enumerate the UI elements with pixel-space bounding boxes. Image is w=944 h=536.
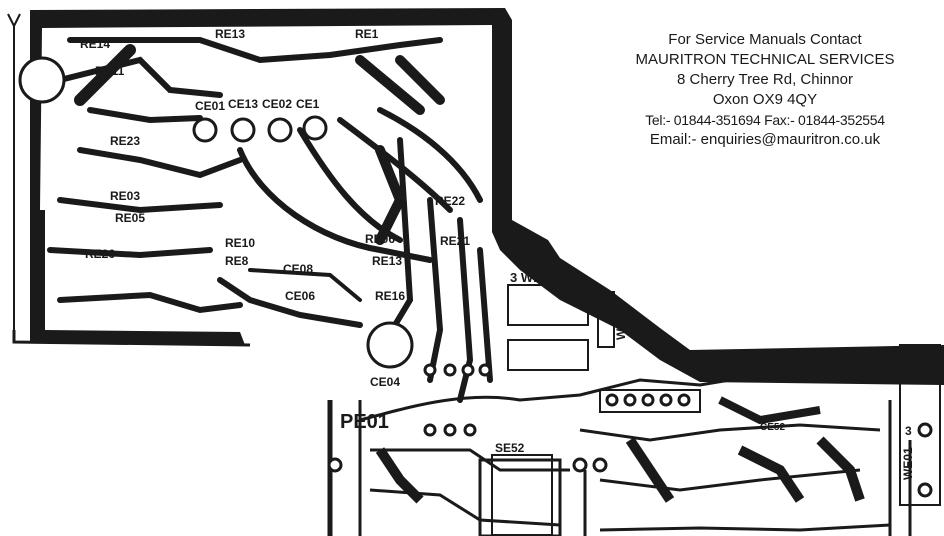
lower-board xyxy=(327,368,921,536)
label-ce52: CE52 xyxy=(760,422,785,433)
contact-street: 8 Cherry Tree Rd, Chinnor xyxy=(677,71,853,88)
left-edge-marks xyxy=(7,13,251,347)
label-re26: RE26 xyxy=(85,247,115,261)
copper-tracks xyxy=(47,37,493,403)
contact-town: Oxon OX9 4QY xyxy=(712,91,818,108)
label-re23: RE23 xyxy=(110,134,140,148)
label-pe01: PE01 xyxy=(340,411,389,433)
label-we0: WE0 xyxy=(614,314,628,340)
contact-company: MAURITRON TECHNICAL SERVICES xyxy=(635,51,895,68)
label-re14: RE14 xyxy=(80,37,110,51)
label-we02: 3 WE02 1 xyxy=(510,270,567,285)
contact-line-1: For Service Manuals Contact xyxy=(668,31,862,48)
component-outlines xyxy=(491,284,941,536)
label-we01: WE01 xyxy=(901,447,915,480)
label-re11: RE11 xyxy=(95,64,125,78)
label-re03: RE03 xyxy=(110,189,140,203)
label-ce13: CE13 xyxy=(228,97,258,111)
service-contact-block: For Service Manuals Contact MAURITRON TE… xyxy=(590,30,940,150)
label-re06: RE06 xyxy=(365,232,395,246)
component-labels: RE13 RE14 RE11 RE1 RE23 RE03 RE05 RE26 R… xyxy=(80,27,915,480)
component-pads xyxy=(18,56,933,498)
label-re10: RE10 xyxy=(225,236,255,250)
label-ce01: CE01 xyxy=(195,99,225,113)
label-re1: RE1 xyxy=(355,27,379,41)
label-re13: RE13 xyxy=(372,254,402,268)
label-ce04: CE04 xyxy=(370,375,400,389)
label-ce02: CE02 xyxy=(262,97,292,111)
label-re8: RE8 xyxy=(225,254,249,268)
label-re05: RE05 xyxy=(115,211,145,225)
label-ce08: CE08 xyxy=(283,262,313,276)
label-re21: RE21 xyxy=(440,234,470,248)
label-re13-top: RE13 xyxy=(215,27,245,41)
board-copper-outline xyxy=(30,8,944,385)
label-ce1: CE1 xyxy=(296,97,320,111)
contact-phone-fax: Tel:- 01844-351694 Fax:- 01844-352554 xyxy=(645,112,885,128)
label-ce06: CE06 xyxy=(285,289,315,303)
contact-email: Email:- enquiries@mauritron.co.uk xyxy=(649,131,881,148)
label-re22: RE22 xyxy=(435,194,465,208)
label-pin3: 3 xyxy=(905,424,912,438)
label-re16: RE16 xyxy=(375,289,405,303)
label-se52: SE52 xyxy=(495,441,525,455)
